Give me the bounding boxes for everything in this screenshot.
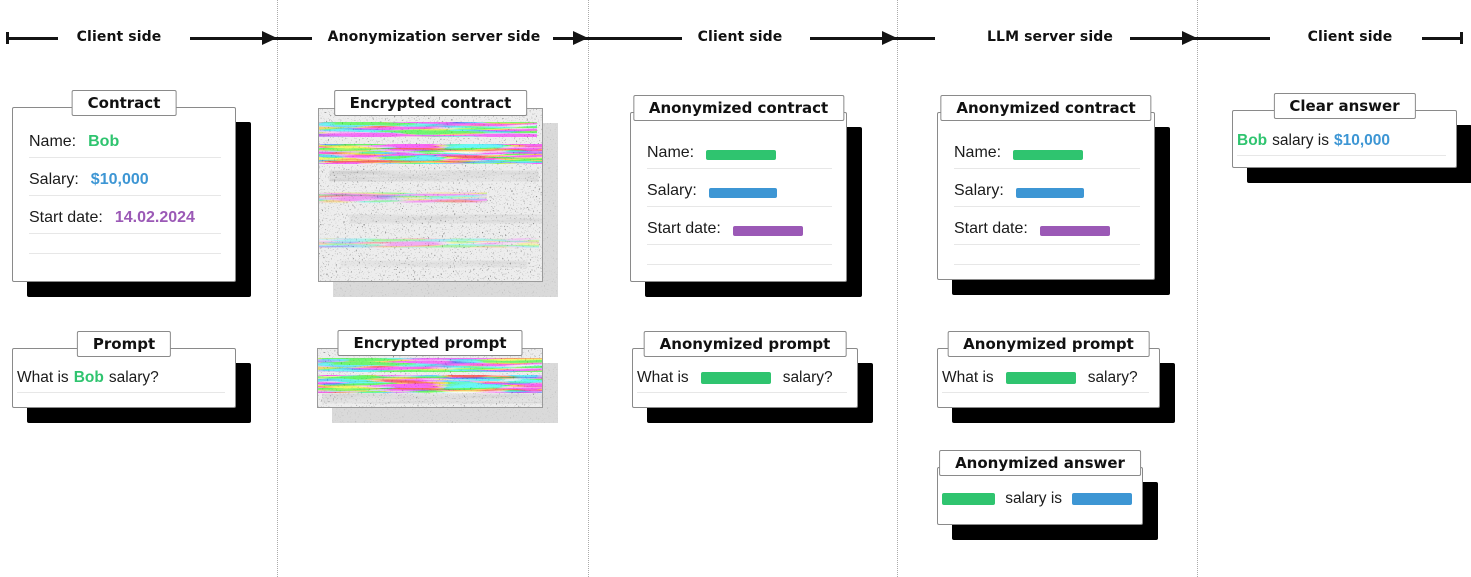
redaction-bar-blue [1015,188,1084,198]
redaction-bar-purple [1039,226,1110,236]
encrypted-contract-figure: Encrypted contract [318,90,558,297]
field-label: Start date: [647,220,721,237]
field-label: Name: [29,133,77,150]
field-row-empty [954,245,1140,265]
column-separator [588,0,589,577]
field-label: Salary: [647,182,697,199]
prompt-text-before: What is [637,368,689,386]
stage-label-client-2: Client side [697,29,783,45]
stage-label-client-1: Client side [76,29,162,45]
flow-end-tick [1460,32,1463,44]
card-title-tab: Anonymized prompt [947,331,1150,357]
redaction-bar-green [942,493,996,505]
card-title-tab: Encrypted contract [333,90,528,116]
redaction-bar-green [1005,371,1076,384]
field-row-name: Name: [647,131,832,169]
field-value: 14.02.2024 [114,209,195,226]
card-title-tab: Encrypted prompt [337,330,523,356]
flow-arrowhead-icon [573,31,588,45]
prompt-text-after: salary? [782,368,833,386]
card-title-tab: Contract [71,90,177,116]
prompt-name-value: Bob [73,368,104,386]
field-row-salary: Salary: $10,000 [29,158,221,196]
field-label: Name: [954,144,1002,161]
field-label: Salary: [954,182,1004,199]
prompt-text-before: What is [17,368,69,386]
flow-line [810,37,935,40]
field-row-start-date: Start date: [647,207,832,245]
answer-text-middle: salary is [1005,490,1063,507]
column-separator [1197,0,1198,577]
redaction-bar-green [706,150,777,160]
prompt-sentence: What is Bob salary? [17,363,225,393]
field-row-start-date: Start date: [954,207,1140,245]
field-row-empty [647,245,832,265]
prompt-text-before: What is [942,368,994,386]
encrypted-prompt-figure: Encrypted prompt [317,330,558,423]
field-label: Start date: [29,209,103,226]
field-row-start-date: Start date: 14.02.2024 [29,196,221,234]
flow-line [190,37,312,40]
field-row-name: Name: [954,131,1140,169]
contract-card: Contract Name: Bob Salary: $10,000 Start… [12,90,236,282]
clear-answer-card: Clear answer Bob salary is $10,000 [1232,93,1457,168]
answer-sentence: Bob salary is $10,000 [1237,126,1446,156]
anonymized-contract-card-client: Anonymized contract Name: Salary: Start … [630,95,847,282]
field-label: Salary: [29,171,79,188]
encrypted-contract-image [318,108,543,282]
flow-line [1422,37,1462,40]
field-value: Bob [88,133,120,150]
field-label: Name: [647,144,695,161]
flow-arrowhead-icon [1182,31,1197,45]
anonymized-answer-card: Anonymized answer salary is [937,450,1143,525]
card-title-tab: Anonymized contract [940,95,1152,121]
field-label: Start date: [954,220,1028,237]
flow-line [1130,37,1270,40]
encrypted-prompt-image [317,348,543,408]
stage-label-anonymization-server: Anonymization server side [327,29,541,45]
prompt-text-after: salary? [108,368,159,386]
card-title-tab: Anonymized contract [632,95,845,121]
prompt-card: Prompt What is Bob salary? [12,331,236,408]
stage-label-client-3: Client side [1307,29,1393,45]
flow-line [6,37,58,40]
field-row-salary: Salary: [954,169,1140,207]
noise-texture [318,349,542,407]
anonymized-prompt-card-client: Anonymized prompt What is salary? [632,331,858,408]
field-row-name: Name: Bob [29,120,221,158]
field-row-empty [29,234,221,254]
stage-label-llm-server: LLM server side [987,29,1113,45]
flow-line [553,37,682,40]
answer-text-middle: salary is [1272,131,1329,149]
prompt-sentence: What is salary? [637,363,847,393]
card-title-tab: Anonymized answer [939,450,1141,476]
prompt-text-after: salary? [1087,368,1138,386]
prompt-sentence: What is salary? [942,363,1149,393]
card-title-tab: Anonymized prompt [643,331,847,357]
flow-arrowhead-icon [882,31,897,45]
card-title-tab: Clear answer [1273,93,1416,119]
redaction-bar-blue [708,188,777,198]
column-separator [897,0,898,577]
anonymized-prompt-card-llm: Anonymized prompt What is salary? [937,331,1160,408]
noise-texture [319,109,542,281]
card-title-tab: Prompt [76,331,172,357]
field-value: $10,000 [90,171,149,188]
field-row-salary: Salary: [647,169,832,207]
anonymized-contract-card-llm: Anonymized contract Name: Salary: Start … [937,95,1155,280]
answer-sentence: salary is [942,484,1132,514]
flow-arrowhead-icon [262,31,277,45]
redaction-bar-green [1013,150,1084,160]
answer-name-value: Bob [1237,131,1268,149]
redaction-bar-purple [732,226,803,236]
column-separator [277,0,278,577]
answer-salary-value: $10,000 [1334,131,1391,149]
redaction-bar-green [700,371,771,384]
redaction-bar-blue [1072,493,1132,505]
